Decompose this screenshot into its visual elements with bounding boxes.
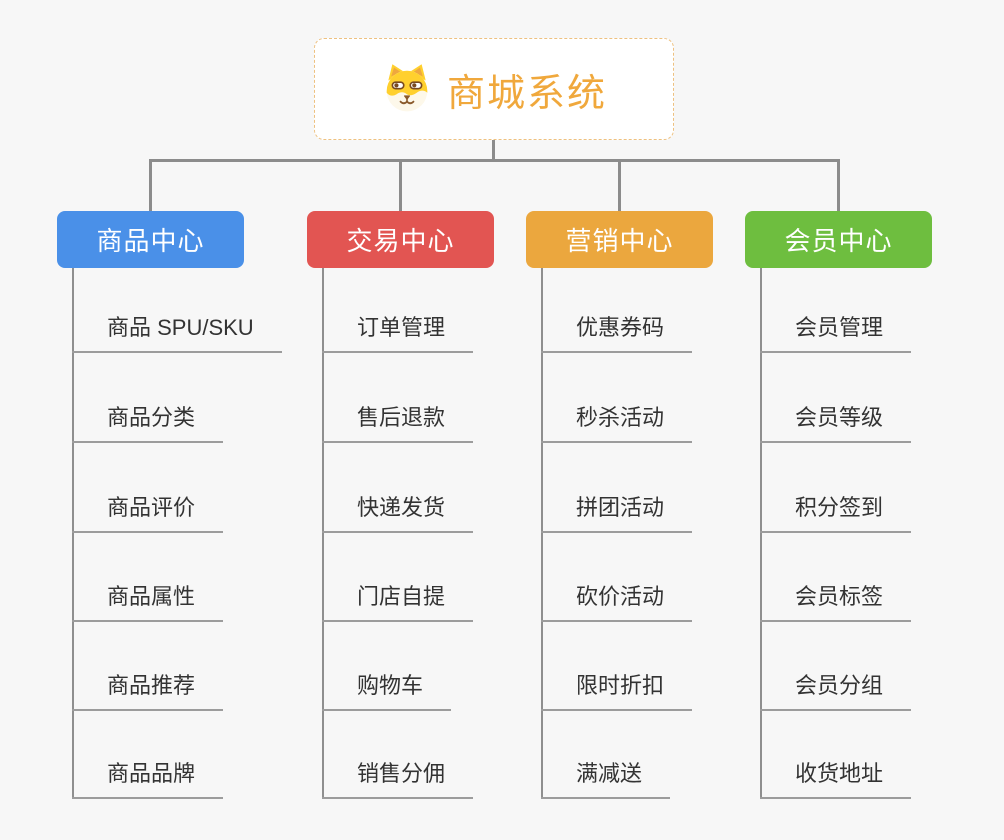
child-node[interactable]: 会员分组 (760, 622, 912, 711)
branch-trunk-members (760, 268, 762, 799)
branch-header-members[interactable]: 会员中心 (745, 211, 932, 268)
dog-face-icon (381, 61, 433, 118)
child-node[interactable]: 满减送 (541, 711, 692, 799)
branch-column-products: 商品 SPU/SKU 商品分类 商品评价 商品属性 商品推荐 商品品牌 (72, 268, 282, 799)
child-node[interactable]: 积分签到 (760, 443, 912, 533)
child-label: 售后退款 (322, 400, 474, 443)
child-node[interactable]: 购物车 (322, 622, 473, 711)
child-label: 商品分类 (72, 400, 224, 443)
branch-column-members: 会员管理 会员等级 积分签到 会员标签 会员分组 收货地址 (760, 268, 912, 799)
child-label: 销售分佣 (322, 756, 474, 799)
connector-drop-products (149, 159, 152, 212)
child-node[interactable]: 拼团活动 (541, 443, 693, 533)
child-node[interactable]: 商品推荐 (72, 622, 282, 711)
child-node[interactable]: 优惠券码 (541, 268, 693, 353)
connector-bus (149, 159, 840, 162)
child-node[interactable]: 商品属性 (72, 533, 282, 622)
child-node[interactable]: 商品 SPU/SKU (72, 268, 282, 353)
child-label: 商品推荐 (72, 668, 224, 711)
child-label: 积分签到 (760, 490, 912, 533)
child-label: 商品评价 (72, 490, 224, 533)
child-label: 会员等级 (760, 400, 912, 443)
child-label: 砍价活动 (541, 579, 693, 622)
child-node[interactable]: 快递发货 (322, 443, 474, 533)
child-label: 门店自提 (322, 579, 474, 622)
child-label: 商品品牌 (72, 756, 224, 799)
child-label: 拼团活动 (541, 490, 693, 533)
child-label: 会员管理 (760, 310, 912, 353)
connector-drop-members (837, 159, 840, 212)
child-node[interactable]: 会员管理 (760, 268, 912, 353)
branch-trunk-marketing (541, 268, 543, 799)
child-label: 订单管理 (322, 310, 474, 353)
branch-header-trade[interactable]: 交易中心 (307, 211, 494, 268)
child-label: 商品 SPU/SKU (72, 310, 282, 353)
child-node[interactable]: 砍价活动 (541, 533, 693, 622)
child-node[interactable]: 商品品牌 (72, 711, 282, 799)
branch-column-marketing: 优惠券码 秒杀活动 拼团活动 砍价活动 限时折扣 满减送 (541, 268, 693, 799)
branch-trunk-trade (322, 268, 324, 799)
connector-drop-trade (399, 159, 402, 212)
branch-header-products[interactable]: 商品中心 (57, 211, 244, 268)
connector-root-stub (492, 140, 495, 160)
child-label: 会员分组 (760, 668, 912, 711)
child-node[interactable]: 限时折扣 (541, 622, 693, 711)
child-label: 优惠券码 (541, 310, 693, 353)
branch-trunk-products (72, 268, 74, 799)
child-node[interactable]: 销售分佣 (322, 711, 474, 799)
branch-header-marketing[interactable]: 营销中心 (526, 211, 713, 268)
child-label: 商品属性 (72, 579, 224, 622)
child-label: 限时折扣 (541, 668, 693, 711)
child-label: 购物车 (322, 668, 452, 711)
child-node[interactable]: 会员等级 (760, 353, 912, 443)
child-label: 满减送 (541, 756, 671, 799)
child-node[interactable]: 会员标签 (760, 533, 912, 622)
root-node[interactable]: 商城系统 (314, 38, 674, 140)
child-node[interactable]: 售后退款 (322, 353, 474, 443)
child-label: 秒杀活动 (541, 400, 693, 443)
branch-column-trade: 订单管理 售后退款 快递发货 门店自提 购物车 销售分佣 (322, 268, 474, 799)
child-node[interactable]: 收货地址 (760, 711, 912, 799)
child-node[interactable]: 商品分类 (72, 353, 282, 443)
child-node[interactable]: 门店自提 (322, 533, 474, 622)
child-node[interactable]: 商品评价 (72, 443, 282, 533)
child-node[interactable]: 秒杀活动 (541, 353, 693, 443)
root-title: 商城系统 (446, 72, 607, 115)
child-label: 会员标签 (760, 579, 912, 622)
child-label: 收货地址 (760, 756, 912, 799)
connector-drop-marketing (618, 159, 621, 212)
child-label: 快递发货 (322, 490, 474, 533)
child-node[interactable]: 订单管理 (322, 268, 474, 353)
